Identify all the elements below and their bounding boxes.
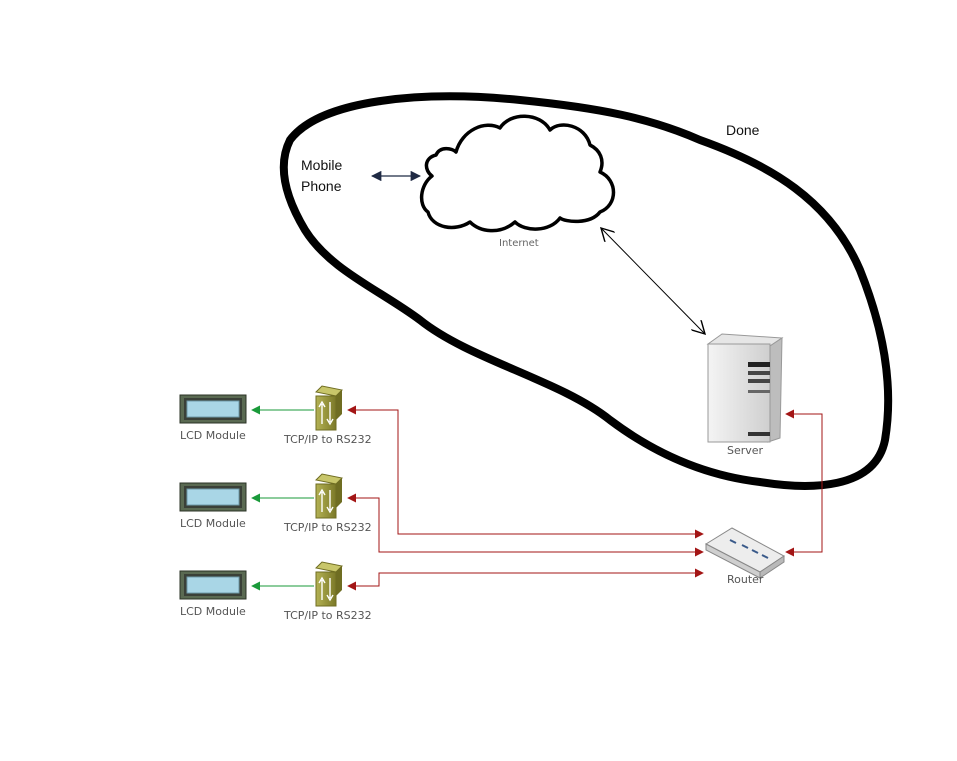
lcd-module-label-2: LCD Module <box>180 517 246 530</box>
lcd-module-label-1: LCD Module <box>180 429 246 442</box>
done-label: Done <box>726 122 760 138</box>
lcd-module-label-3: LCD Module <box>180 605 246 618</box>
internet-label: Internet <box>499 238 539 249</box>
done-boundary-loop <box>279 92 893 490</box>
converter-label-1: TCP/IP to RS232 <box>283 433 372 446</box>
converter-icon-3 <box>314 561 344 607</box>
router-icon <box>704 527 785 579</box>
converter-icon-2 <box>314 473 344 519</box>
router-converter-3-link <box>347 568 704 591</box>
lcd-module-icon-2 <box>179 482 247 512</box>
lcd-module-icon-3 <box>179 570 247 600</box>
router-converter-1-link <box>347 405 704 539</box>
internet-cloud-icon <box>419 114 616 233</box>
server-label: Server <box>727 444 764 457</box>
server-router-link <box>785 409 823 557</box>
internet-server-link <box>601 228 705 334</box>
converter-label-2: TCP/IP to RS232 <box>283 521 372 534</box>
converter-label-3: TCP/IP to RS232 <box>283 609 372 622</box>
mobile-phone-label-line1: Mobile <box>301 157 342 173</box>
router-converter-2-link <box>347 493 704 557</box>
converter-icon-1 <box>314 385 344 431</box>
server-icon <box>706 333 784 443</box>
mobile-phone-label-line2: Phone <box>301 178 342 194</box>
lcd-module-icon-1 <box>179 394 247 424</box>
router-label: Router <box>727 573 764 586</box>
